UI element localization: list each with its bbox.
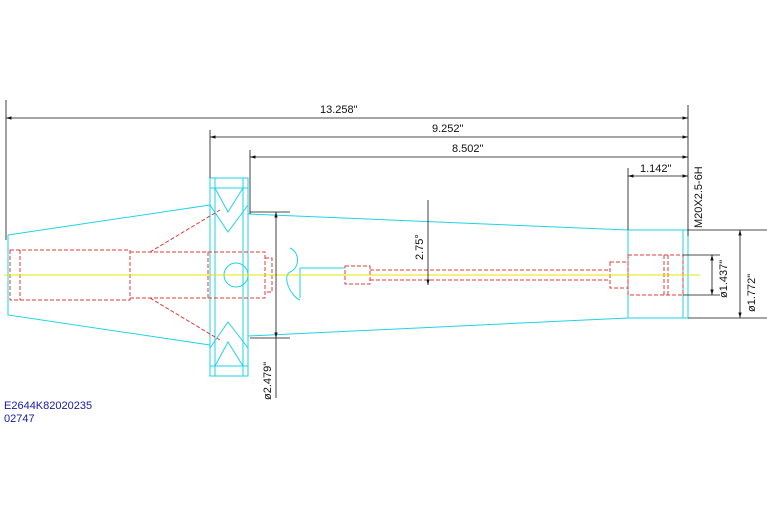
v-groove-top (214, 187, 244, 213)
coolant-spiral (286, 247, 301, 301)
dim-thread-spec: M20X2.5-6H (693, 166, 705, 228)
tool-outline (7, 177, 689, 377)
dim-body-length: 8.502" (452, 143, 484, 155)
dim-bore-diameter: ø1.437" (718, 260, 730, 298)
nose (627, 229, 689, 319)
dim-thread-depth: 1.142" (640, 163, 672, 175)
flange (209, 177, 249, 377)
dim-nose-diameter: ø1.772" (746, 274, 758, 312)
dim-body-diameter: ø2.479" (262, 362, 274, 400)
dimension-lines (5, 100, 767, 398)
part-number: E2644K82020235 (4, 400, 92, 412)
dim-angle: 2.75° (414, 234, 426, 260)
dim-overall-length: 13.258" (320, 104, 358, 116)
item-code: 02747 (4, 413, 35, 425)
dim-gauge-length: 9.252" (432, 123, 464, 135)
